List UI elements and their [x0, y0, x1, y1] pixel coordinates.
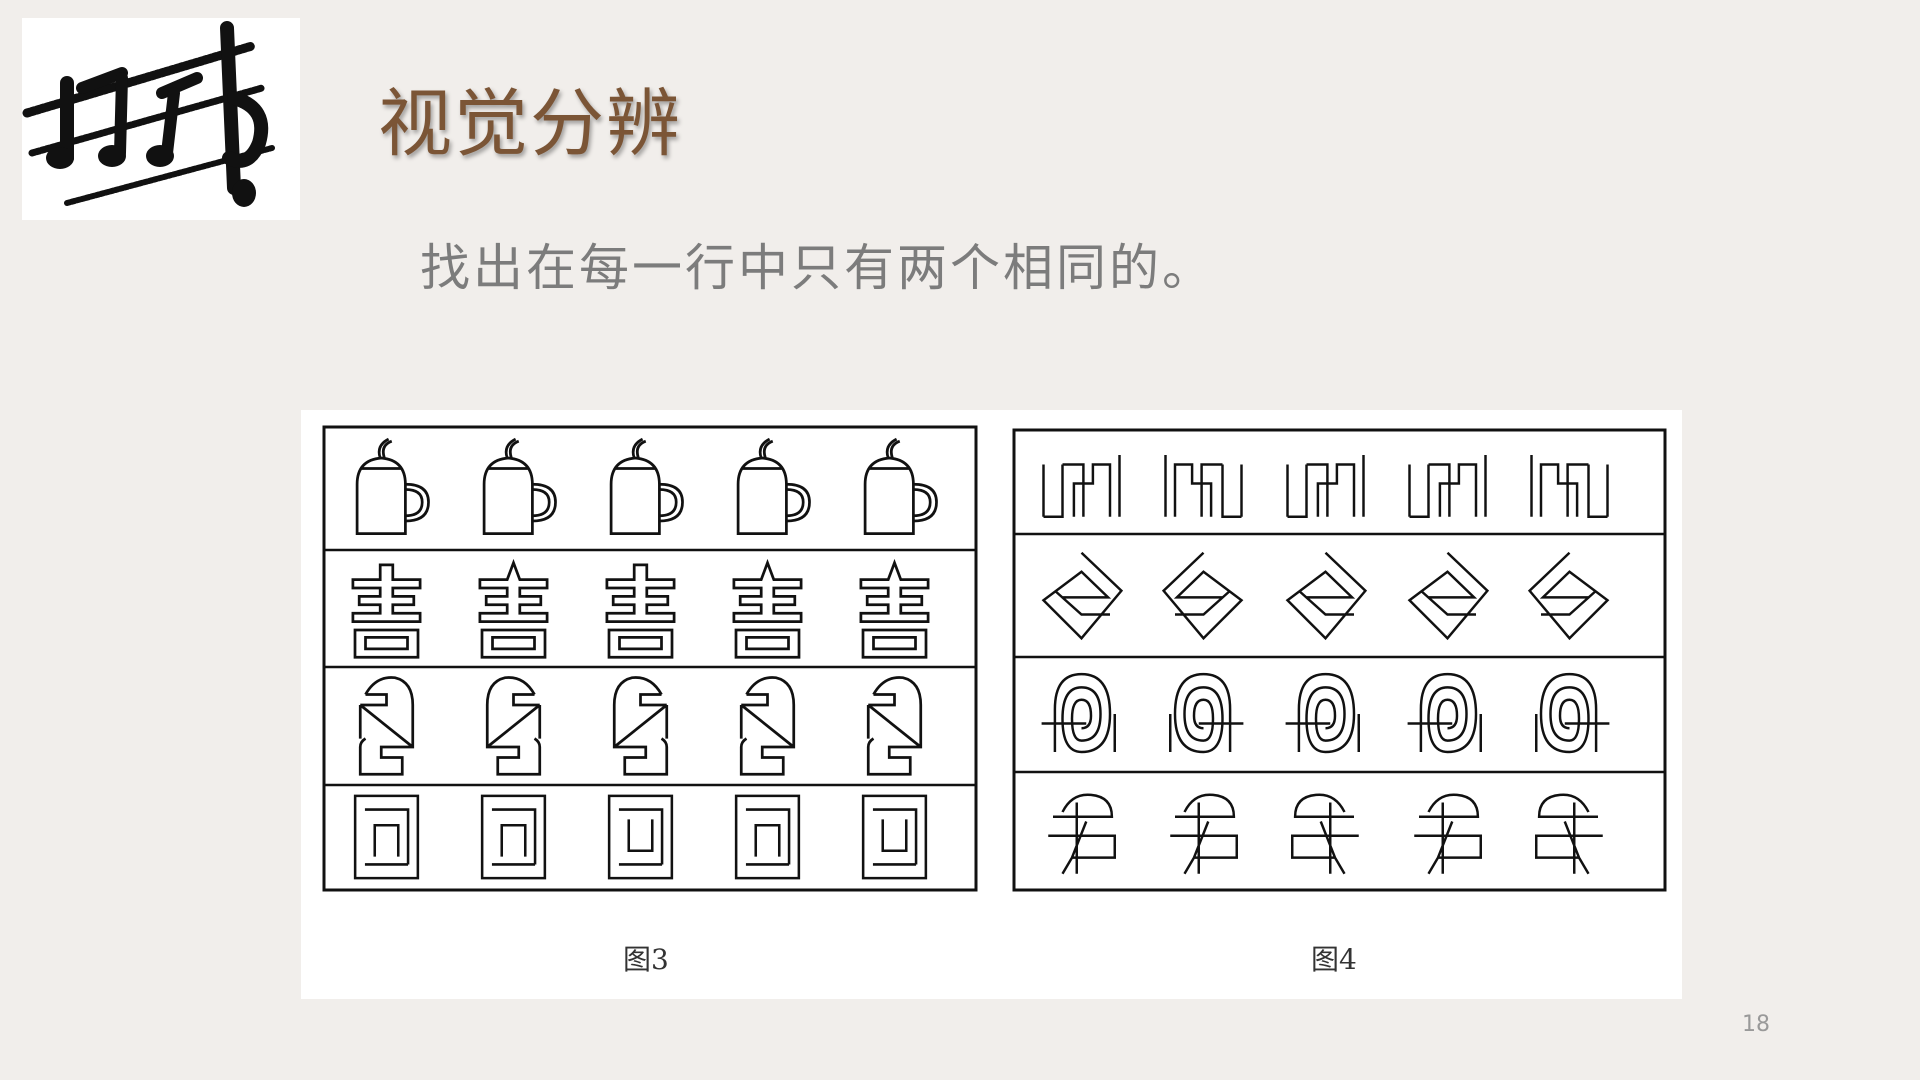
- figure3-caption: 图3: [623, 943, 669, 976]
- music-notes-logo: [22, 18, 300, 220]
- square-glyph: [353, 794, 420, 880]
- visual-discrimination-figure: 图3 图4: [301, 410, 1682, 999]
- shan-glyph: [1286, 453, 1365, 518]
- ji-glyph: [859, 561, 930, 659]
- hook-glyph: [739, 676, 796, 776]
- square-glyph: [607, 794, 674, 880]
- spiral-glyph: [1168, 672, 1245, 754]
- square-glyph: [734, 794, 801, 880]
- cross-glyph: [1412, 793, 1483, 876]
- spiral-glyph: [1284, 672, 1361, 754]
- spiral-glyph: [1534, 672, 1611, 754]
- figure3-frame: [322, 425, 978, 892]
- hook-glyph: [866, 676, 923, 776]
- spiral-glyph: [1406, 672, 1483, 754]
- page-number: 18: [1742, 1012, 1770, 1037]
- square-glyph: [861, 794, 928, 880]
- shan-glyph: [1530, 453, 1609, 518]
- ji-glyph: [732, 561, 803, 659]
- slide-title: 视觉分辨: [378, 81, 682, 167]
- diamond-glyph: [1042, 551, 1123, 640]
- ji-glyph: [351, 563, 422, 659]
- square-glyph: [480, 794, 547, 880]
- shan-glyph: [1408, 453, 1487, 518]
- spiral-glyph: [1040, 672, 1117, 754]
- hook-glyph: [612, 676, 669, 776]
- cross-glyph: [1168, 793, 1239, 876]
- ji-glyph: [478, 561, 549, 659]
- mug-glyph: [863, 437, 938, 536]
- diamond-glyph: [1286, 551, 1367, 640]
- mug-glyph: [482, 437, 557, 536]
- mug-glyph: [736, 437, 811, 536]
- mug-glyph: [609, 437, 684, 536]
- mug-glyph: [355, 437, 430, 536]
- figure4-frame: [1012, 428, 1667, 892]
- shan-glyph: [1042, 453, 1121, 518]
- diamond-glyph: [1162, 551, 1243, 640]
- ji-glyph: [605, 563, 676, 659]
- slide-instruction: 找出在每一行中只有两个相同的。: [420, 239, 1215, 297]
- hook-glyph: [358, 676, 415, 776]
- cross-glyph: [1046, 793, 1117, 876]
- shan-glyph: [1164, 453, 1243, 518]
- hook-glyph: [485, 676, 542, 776]
- figure4-caption: 图4: [1311, 943, 1357, 976]
- diamond-glyph: [1408, 551, 1489, 640]
- diamond-glyph: [1528, 551, 1609, 640]
- cross-glyph: [1290, 793, 1361, 876]
- cross-glyph: [1534, 793, 1605, 876]
